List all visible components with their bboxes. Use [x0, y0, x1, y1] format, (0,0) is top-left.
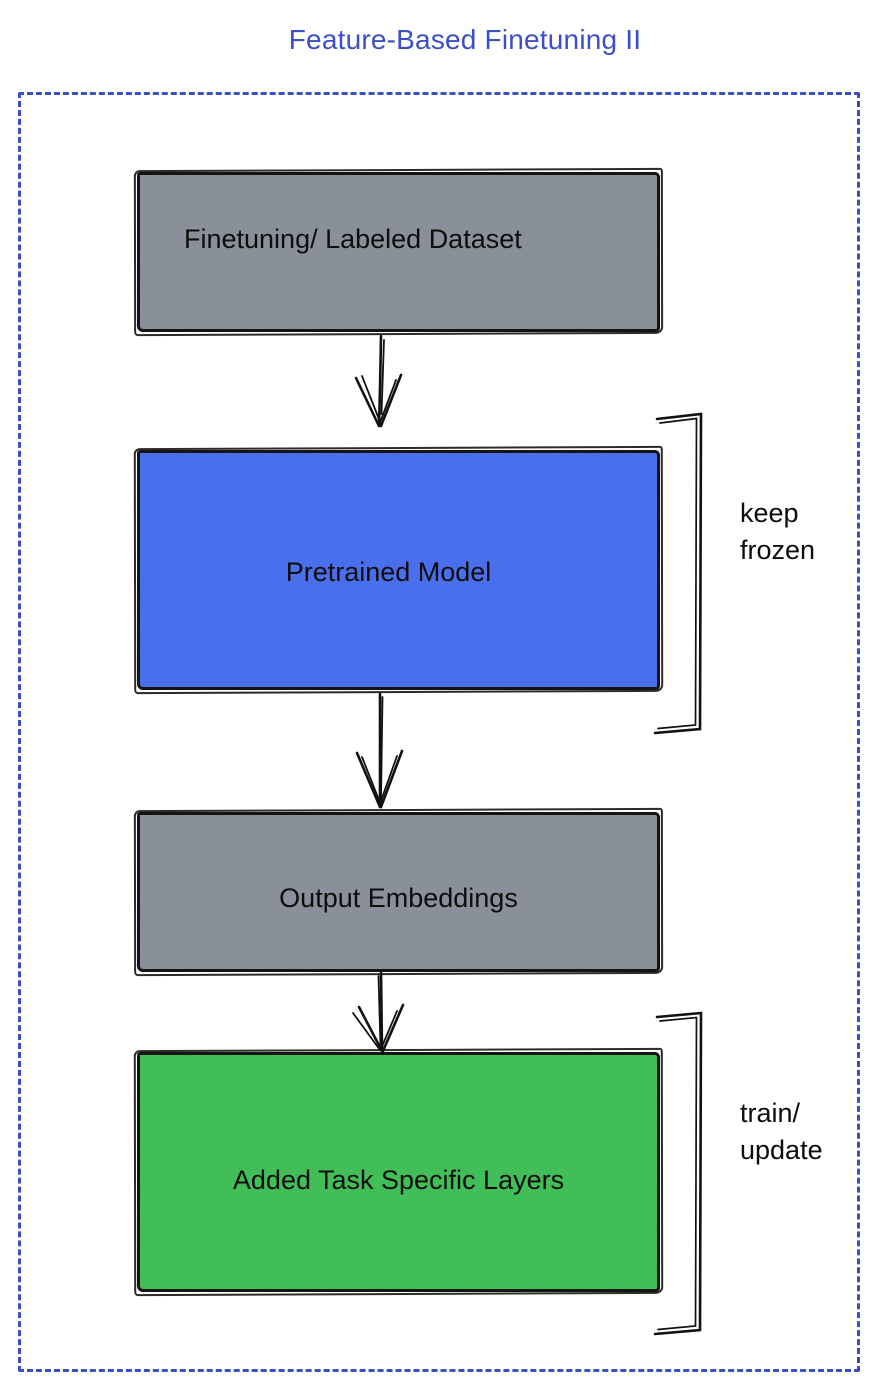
node-finetuning-dataset: Finetuning/ Labeled Dataset	[137, 172, 660, 332]
annotation-keep-frozen: keep frozen	[740, 498, 816, 565]
diagram-dashed-frame	[18, 92, 860, 1372]
node-pretrained-model: Pretrained Model	[137, 450, 660, 690]
diagram-title: Feature-Based Finetuning II	[288, 24, 642, 55]
node-output-embeddings-label: Output Embeddings	[279, 882, 518, 913]
node-finetuning-dataset-label: Finetuning/ Labeled Dataset	[184, 223, 522, 254]
node-added-task-specific-layers-label: Added Task Specific Layers	[232, 1164, 565, 1195]
node-output-embeddings: Output Embeddings	[137, 812, 660, 972]
node-added-task-specific-layers: Added Task Specific Layers	[137, 1052, 660, 1292]
annotation-train-update: train/ update	[740, 1098, 823, 1165]
node-pretrained-model-label: Pretrained Model	[285, 556, 492, 587]
